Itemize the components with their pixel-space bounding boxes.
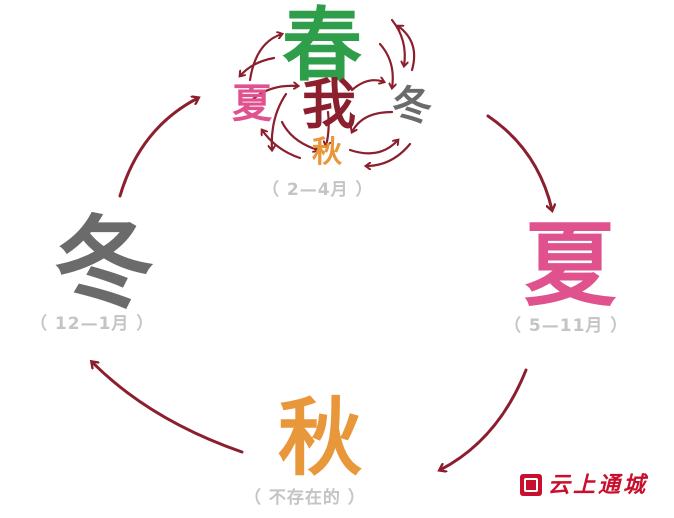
mini-arrow — [348, 140, 398, 155]
summer-range: （ 5—11月 ） — [504, 316, 629, 336]
center-summer-label: 夏 — [232, 81, 272, 127]
mini-arrow — [248, 34, 282, 82]
center-winter-label: 冬 — [392, 83, 432, 129]
spring-range: （ 2—4月 ） — [262, 180, 374, 200]
spring-label: 春 — [282, 0, 362, 92]
autumn-label: 秋 — [278, 389, 363, 487]
winter-label: 冬 — [54, 205, 154, 322]
mini-arrow — [250, 86, 298, 102]
arrow-autumn-to-winter — [92, 362, 244, 454]
mini-arrow — [378, 42, 393, 88]
arrow-winter-to-spring — [118, 98, 198, 198]
mini-arrow — [398, 26, 416, 72]
center-chaos-arrows — [240, 18, 416, 166]
mini-arrow — [240, 56, 276, 76]
mini-arrow — [262, 130, 302, 160]
arrow-summer-to-autumn — [440, 368, 528, 470]
mini-arrow — [350, 80, 384, 92]
mini-arrow — [352, 110, 394, 132]
mini-arrow — [272, 92, 288, 150]
mini-arrow — [326, 110, 329, 146]
arrow-spring-to-summer — [486, 114, 552, 210]
summer-label: 夏 — [524, 212, 617, 319]
watermark: 云上通城 — [520, 474, 648, 496]
winter-range: （ 12—1月 ） — [30, 314, 155, 334]
seal-icon — [520, 474, 542, 496]
mini-arrow — [390, 18, 405, 66]
center-autumn-label: 秋 — [312, 135, 342, 170]
watermark-text: 云上通城 — [548, 472, 649, 498]
autumn-range: （ 不存在的 ） — [244, 488, 366, 508]
mini-arrow — [280, 120, 318, 150]
mini-arrow — [366, 142, 412, 166]
center-me-label: 我 — [302, 73, 356, 136]
